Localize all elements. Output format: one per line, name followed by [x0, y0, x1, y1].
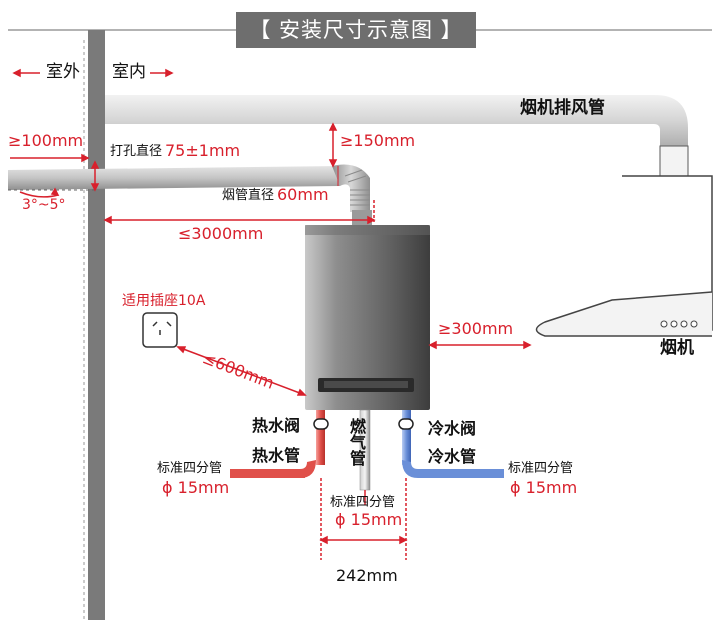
- cold-pipe-label: 冷水管: [428, 447, 477, 466]
- hole-diameter-label: 打孔直径: [110, 144, 163, 159]
- wall-gap-label: ≥100mm: [8, 131, 84, 150]
- outdoor-label: 室外: [46, 62, 80, 82]
- range-hood-label: 烟机: [660, 338, 694, 358]
- cold-valve: [398, 418, 414, 430]
- top-gap-label: ≥150mm: [340, 131, 416, 150]
- hood-button-3: [680, 320, 688, 328]
- gas-spec-label: 标准四分管: [330, 495, 396, 510]
- hot-dia-label: ϕ 15mm: [162, 478, 230, 497]
- flue-diameter-label: 烟管直径: [222, 188, 275, 203]
- hood-button-4: [690, 320, 698, 328]
- flue-diameter-value: 60mm: [277, 185, 329, 204]
- exhaust-pipe: [88, 95, 688, 150]
- hood-button-1: [660, 320, 668, 328]
- socket-label: 适用插座10A: [122, 293, 206, 309]
- flue-collar: [352, 210, 372, 226]
- flue-corrugation: [344, 169, 370, 206]
- flue-pipe: [8, 166, 340, 190]
- hot-pipe-vertical: [316, 410, 325, 465]
- socket-hole-left: [152, 321, 158, 327]
- indoor-label: 室内: [112, 62, 146, 82]
- hood-canopy: [535, 291, 713, 337]
- hot-pipe-label: 热水管: [252, 446, 301, 465]
- hot-spec-label: 标准四分管: [157, 461, 223, 476]
- pipe-spacing-label: 242mm: [336, 566, 398, 585]
- cold-dia-label: ϕ 15mm: [510, 478, 578, 497]
- hot-pipe-horizontal: [230, 469, 305, 478]
- water-heater: [305, 225, 430, 410]
- hot-valve: [313, 418, 329, 430]
- cold-valve-label: 冷水阀: [428, 419, 477, 438]
- diagram-title: 【 安装尺寸示意图 】: [236, 12, 476, 48]
- hood-distance-label: ≥300mm: [438, 319, 514, 338]
- cold-pipe-bend: [402, 460, 504, 478]
- flue-length-label: ≤3000mm: [178, 224, 264, 243]
- exhaust-pipe-label: 烟机排风管: [520, 98, 605, 118]
- hood-chimney: [659, 145, 689, 177]
- gas-pipe-label: 燃气管: [347, 418, 366, 466]
- hole-diameter-value: 75±1mm: [165, 141, 241, 160]
- hood-button-2: [670, 320, 678, 328]
- wall: [88, 30, 105, 620]
- slope-label: 3°~5°: [22, 197, 66, 213]
- cold-pipe-vertical: [402, 410, 411, 465]
- cold-spec-label: 标准四分管: [508, 461, 574, 476]
- gas-dia-label: ϕ 15mm: [335, 510, 403, 529]
- hot-valve-label: 热水阀: [252, 416, 301, 435]
- heater-top-band: [305, 225, 430, 235]
- heater-display-glass: [324, 381, 408, 388]
- dimension-arrows: [10, 68, 532, 560]
- socket-hole-right: [166, 321, 172, 327]
